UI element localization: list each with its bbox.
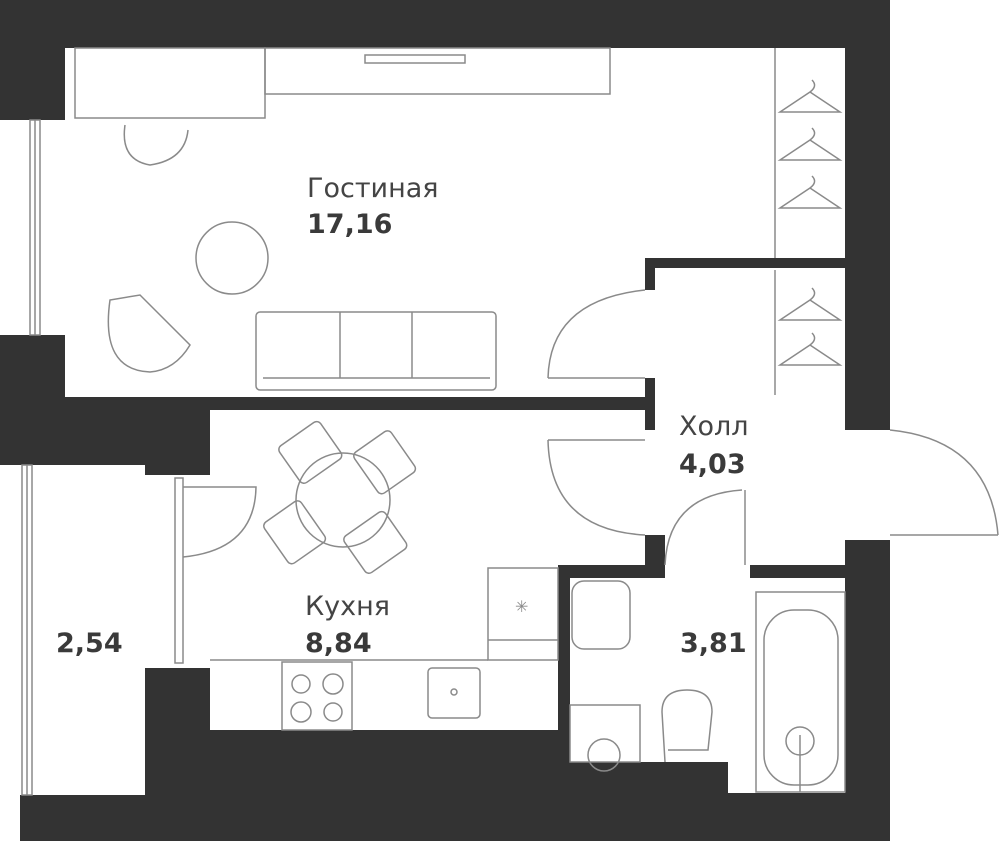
sofa: [255, 311, 497, 391]
kitchen-name: Кухня: [305, 591, 390, 622]
washing-machine: [587, 738, 621, 772]
hall: [655, 268, 845, 565]
windows: [21, 119, 184, 796]
dining-table: [295, 452, 391, 548]
kitchen-sink: [427, 667, 481, 719]
tv-stand: [264, 47, 611, 95]
living-room-name: Гостиная: [307, 173, 439, 204]
kitchen-area: 8,84: [305, 628, 372, 659]
bathroom-fixtures: [569, 580, 846, 793]
living-room-area: 17,16: [307, 209, 392, 240]
room-labels: Гостиная 17,16 Холл 4,03 Кухня 8,84 2,54…: [56, 173, 749, 659]
armchair: [107, 294, 191, 373]
bath-sink: [571, 580, 631, 650]
bathtub: [763, 609, 839, 786]
kitchen: [210, 410, 645, 567]
stove: [281, 661, 353, 731]
snowflake-icon: ✳: [515, 597, 528, 616]
doors: [182, 429, 999, 566]
hanger-icons: [777, 79, 843, 366]
hall-area: 4,03: [679, 449, 746, 480]
rooms: [0, 48, 895, 795]
hall-name: Холл: [679, 411, 749, 442]
coffee-table: [195, 221, 269, 295]
balcony-area: 2,54: [56, 628, 123, 659]
living-furniture: [74, 47, 776, 395]
bathroom-area: 3,81: [680, 628, 747, 659]
window-left: [0, 120, 65, 335]
kitchen-furniture: ✳: [210, 420, 559, 731]
bathroom: [570, 578, 845, 762]
balcony: [20, 465, 145, 795]
